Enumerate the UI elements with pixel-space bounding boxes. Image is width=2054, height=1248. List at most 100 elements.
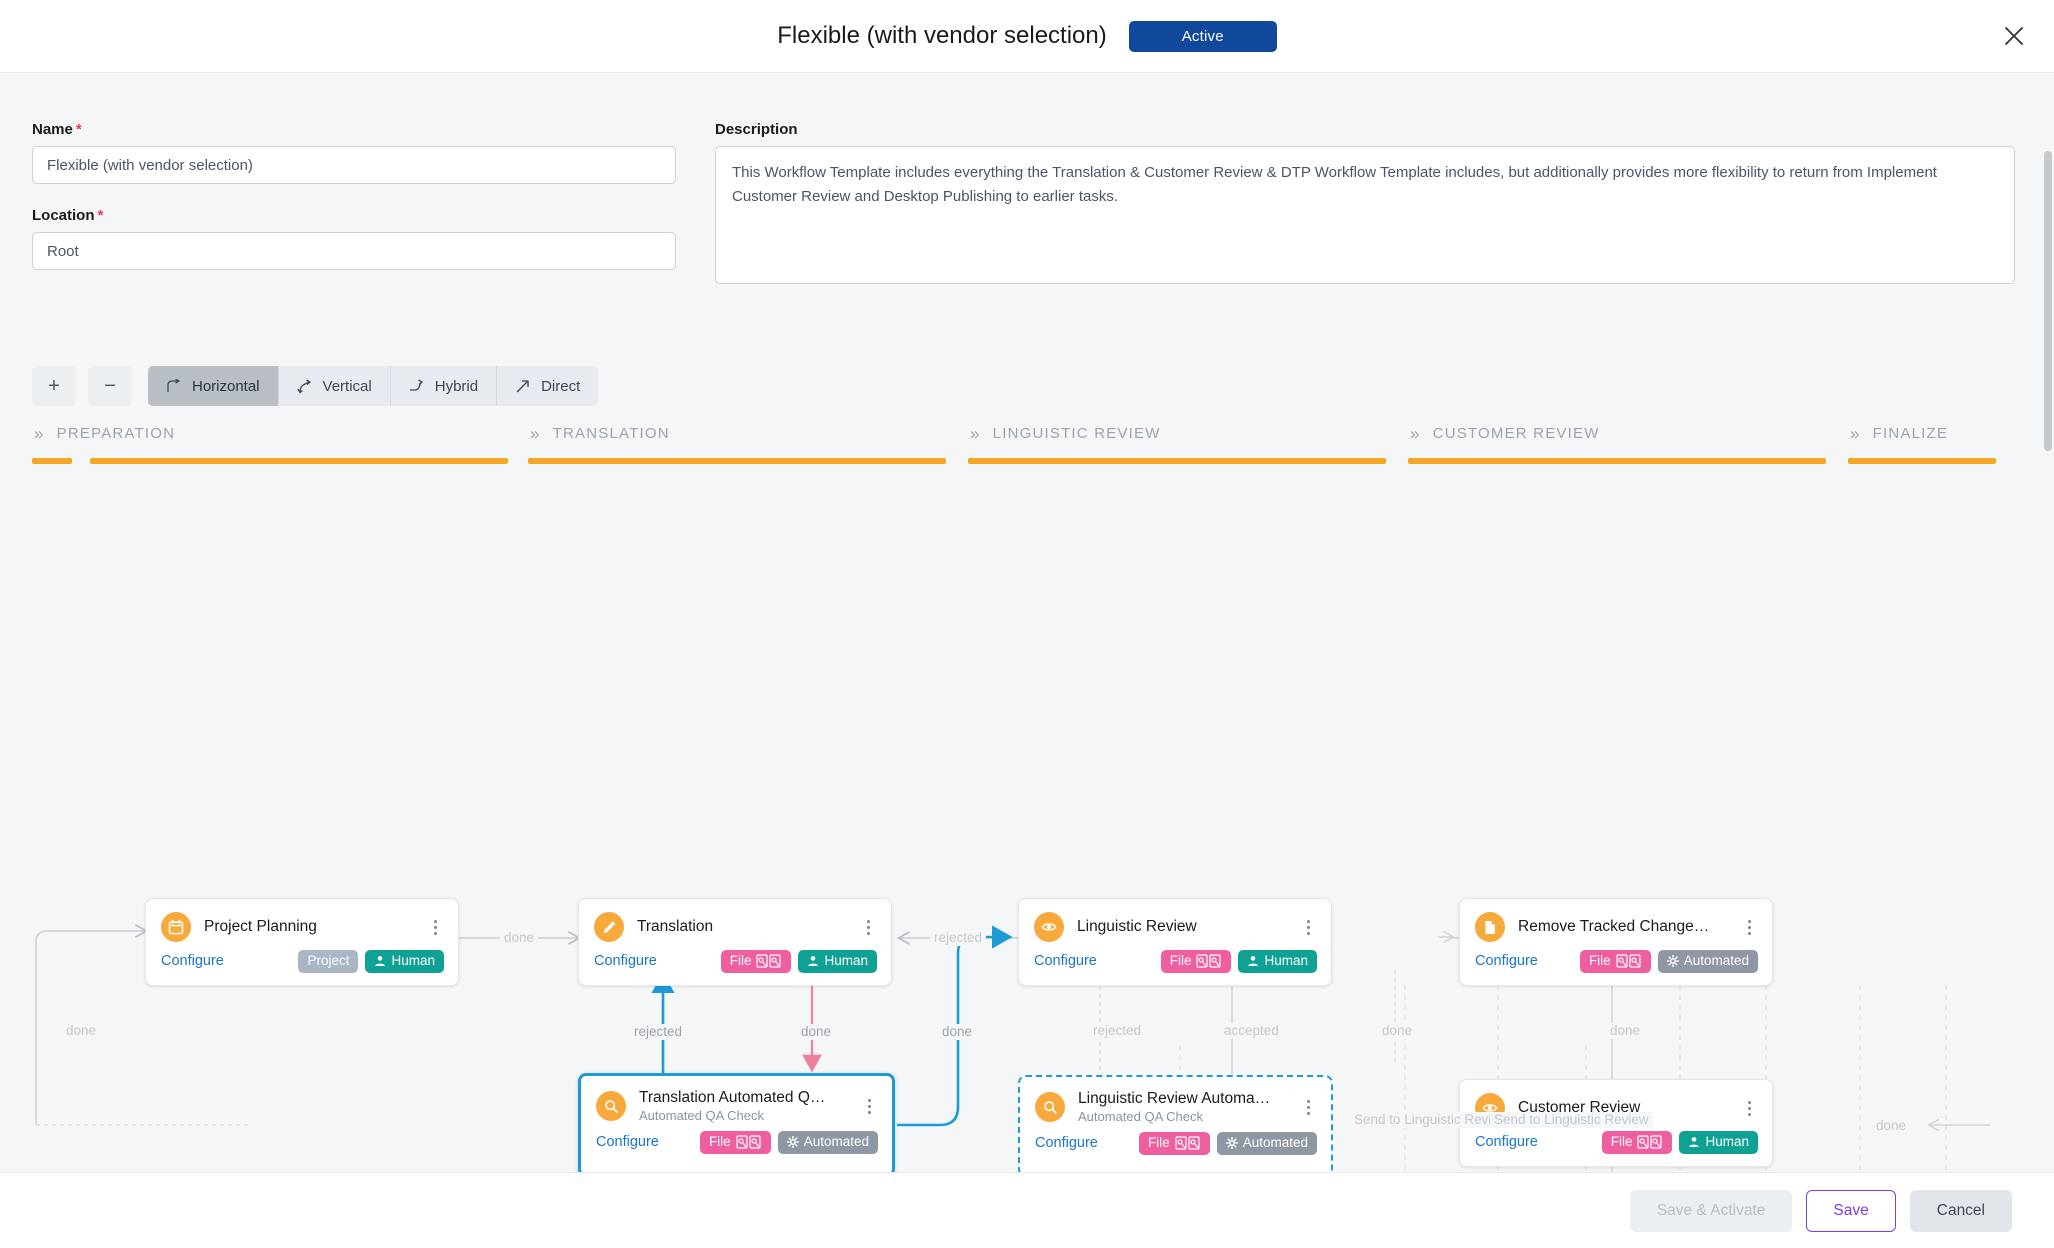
badge-human-label: Human [391, 953, 435, 968]
badge-human: Human [1679, 1131, 1758, 1154]
node-header: Remove Tracked Change… [1460, 899, 1772, 942]
phase-bar [90, 458, 508, 464]
chevron-right-double-icon: » [34, 425, 45, 443]
chevron-right-double-icon: » [1850, 425, 1861, 443]
location-input[interactable] [32, 232, 676, 270]
magnifier-icon [1035, 1092, 1065, 1122]
calendar-icon [161, 912, 191, 942]
badge-human-label: Human [1264, 953, 1308, 968]
badge-project-label: Project [307, 953, 350, 968]
phase-preparation: » PREPARATION [32, 425, 508, 464]
required-asterisk: * [97, 207, 104, 224]
name-input[interactable] [32, 146, 676, 184]
node-footer: Configure File Human [1460, 1123, 1772, 1166]
badge-file: File [699, 1131, 771, 1154]
node-footer: Configure File Human [579, 942, 891, 985]
node-menu-button[interactable] [426, 916, 444, 938]
file-pages-icon [1175, 1136, 1201, 1151]
workflow-canvas[interactable]: » PREPARATION » TRANSLATION » LINGUISTIC… [0, 425, 2040, 1237]
node-badges: File Human [1601, 1131, 1758, 1154]
badge-file-label: File [1610, 1134, 1633, 1149]
phase-preparation-label: » PREPARATION [32, 425, 508, 442]
node-title: Translation [637, 918, 714, 935]
horizontal-layout-icon [166, 378, 183, 394]
location-label-text: Location [32, 207, 95, 224]
badge-human-label: Human [824, 953, 868, 968]
edge-label: done [1872, 1118, 1911, 1135]
badge-file: File [1579, 950, 1651, 973]
phase-customer-review: » CUSTOMER REVIEW [1408, 425, 1828, 464]
modal-header: Flexible (with vendor selection) Active [0, 0, 2054, 73]
node-footer: Configure File Automated [1460, 942, 1772, 985]
node-footer: Configure File Human [1019, 942, 1331, 985]
vertical-scrollbar[interactable] [2044, 151, 2052, 1236]
phase-translation-label: » TRANSLATION [528, 425, 948, 442]
close-icon[interactable] [1996, 18, 2032, 54]
edge-label: accepted [1220, 1023, 1283, 1040]
description-textarea[interactable]: This Workflow Template includes everythi… [715, 146, 2015, 284]
node-translation[interactable]: Translation Configure File Human [578, 898, 892, 986]
badge-file-label: File [1588, 953, 1611, 968]
node-menu-button[interactable] [1299, 916, 1317, 938]
badge-file: File [1601, 1131, 1673, 1154]
layout-direct-button[interactable]: Direct [497, 366, 599, 406]
node-menu-button[interactable] [1299, 1096, 1317, 1118]
layout-hybrid-button[interactable]: Hybrid [390, 366, 498, 406]
node-title: Linguistic Review Automa… [1078, 1090, 1271, 1107]
badge-file-label: File [729, 953, 752, 968]
edge-label: done [500, 930, 539, 947]
chevron-right-double-icon: » [1410, 425, 1421, 443]
scrollbar-thumb[interactable] [2044, 151, 2052, 451]
zoom-in-button[interactable]: + [32, 366, 76, 406]
person-icon [807, 955, 819, 967]
badge-automated: Automated [1657, 950, 1758, 973]
layout-vertical-button[interactable]: Vertical [278, 366, 391, 406]
phase-bar [1848, 458, 1996, 464]
configure-link[interactable]: Configure [1034, 953, 1097, 970]
configure-link[interactable]: Configure [1035, 1135, 1098, 1152]
save-button[interactable]: Save [1806, 1189, 1896, 1232]
cancel-button[interactable]: Cancel [1909, 1189, 2012, 1232]
badge-automated: Automated [777, 1131, 878, 1154]
node-menu-button[interactable] [860, 1095, 878, 1117]
configure-link[interactable]: Configure [161, 953, 224, 970]
node-menu-button[interactable] [1740, 916, 1758, 938]
node-translation-automated-qa[interactable]: Translation Automated Q… Automated QA Ch… [578, 1073, 895, 1177]
node-badges: File Automated [699, 1131, 878, 1154]
node-menu-button[interactable] [859, 916, 877, 938]
node-title-group: Translation [637, 918, 853, 936]
gear-icon [1225, 1137, 1238, 1150]
node-project-planning[interactable]: Project Planning Configure Project Human [145, 898, 459, 986]
name-label: Name* [32, 121, 676, 138]
node-header: Project Planning [146, 899, 458, 942]
configure-link[interactable]: Configure [596, 1134, 659, 1151]
edge-label: rejected [1089, 1023, 1146, 1040]
badge-file: File [720, 950, 792, 973]
configure-link[interactable]: Configure [1475, 953, 1538, 970]
configure-link[interactable]: Configure [1475, 1134, 1538, 1151]
canvas-toolbar: + − Horizontal Vertical [32, 366, 599, 406]
node-menu-button[interactable] [1740, 1097, 1758, 1119]
badge-human-label: Human [1705, 1134, 1749, 1149]
node-header: Linguistic Review [1019, 899, 1331, 942]
badge-automated-label: Automated [1683, 953, 1749, 968]
name-label-text: Name [32, 121, 73, 138]
edge-label: rejected [630, 1024, 687, 1041]
configure-link[interactable]: Configure [594, 953, 657, 970]
node-linguistic-review[interactable]: Linguistic Review Configure File Human [1018, 898, 1332, 986]
layout-mode-group: Horizontal Vertical Hybrid [148, 366, 599, 406]
phase-linguistic-review: » LINGUISTIC REVIEW [968, 425, 1388, 464]
node-subtitle: Automated QA Check [639, 1108, 765, 1123]
modal-footer: Save & Activate Save Cancel [0, 1172, 2054, 1248]
node-header: Linguistic Review Automa… Automated QA C… [1020, 1077, 1331, 1124]
node-linguistic-review-automated-qa[interactable]: Linguistic Review Automa… Automated QA C… [1018, 1075, 1333, 1177]
edge-label: done [1378, 1023, 1417, 1040]
layout-horizontal-button[interactable]: Horizontal [148, 366, 279, 406]
node-title: Project Planning [204, 918, 317, 935]
badge-human: Human [1238, 950, 1317, 973]
node-header: Translation [579, 899, 891, 942]
save-and-activate-button[interactable]: Save & Activate [1629, 1189, 1793, 1232]
zoom-out-button[interactable]: − [88, 366, 132, 406]
edge-label: done [797, 1024, 836, 1041]
node-remove-tracked-changes[interactable]: Remove Tracked Change… Configure File Au… [1459, 898, 1773, 986]
